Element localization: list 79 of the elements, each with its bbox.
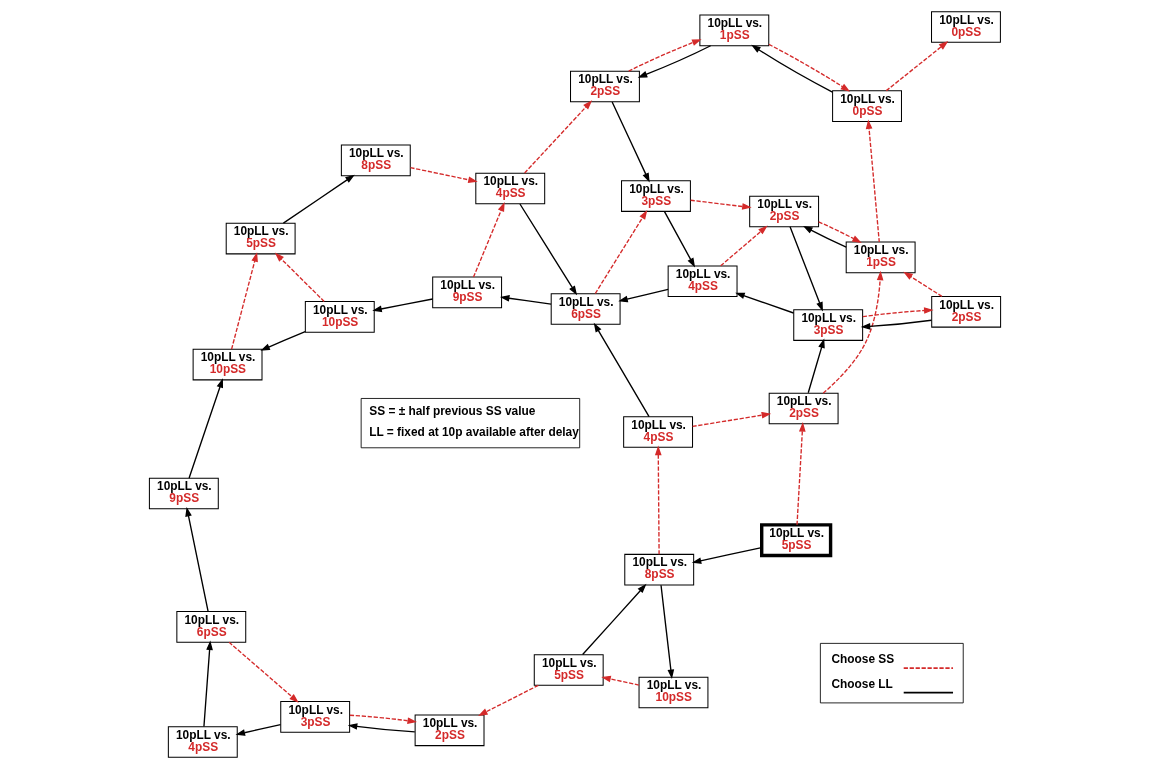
arrow <box>789 226 823 312</box>
arrow <box>593 322 650 418</box>
arrow <box>637 45 712 78</box>
arrow <box>660 584 675 680</box>
node-box: 10pLL vs. 8pSS <box>624 553 695 586</box>
arrow <box>185 506 209 612</box>
node-box: 10pLL vs. 1pSS <box>845 241 916 274</box>
node-box: 10pLL vs. 0pSS <box>832 90 902 122</box>
arrow <box>865 119 880 243</box>
arrow <box>478 684 539 716</box>
arrow <box>203 640 213 728</box>
legend-label: Choose SS <box>831 652 895 667</box>
label: LL = fixed at 10p available after delay <box>369 425 579 440</box>
node-box: 10pLL vs. 4pSS <box>167 726 238 758</box>
node-box: 10pLL vs. 2pSS <box>768 392 839 425</box>
node-box: 10pLL vs. 3pSS <box>793 309 864 341</box>
node-box: 10pLL vs. 0pSS <box>931 11 1001 43</box>
arrow <box>860 319 933 330</box>
arrow <box>691 546 763 564</box>
arrow <box>796 422 806 526</box>
node-box: 10pLL vs. 4pSS <box>623 416 694 448</box>
arrow <box>751 44 834 93</box>
node-box: 10pLL vs. 8pSS <box>340 144 411 177</box>
node-box: 10pLL vs. 1pSS <box>699 14 770 47</box>
node-box: 10pLL vs. 5pSS <box>225 222 296 255</box>
arrow <box>228 641 299 703</box>
arrow <box>720 225 768 267</box>
node-box: 10pLL vs. 6pSS <box>550 293 621 325</box>
node-box: 10pLL vs. 9pSS <box>148 477 219 510</box>
arrow <box>372 298 434 313</box>
arrow <box>611 101 650 183</box>
node-box: 10pLL vs. 10pSS <box>304 301 375 333</box>
node-box: 10pLL vs. 2pSS <box>931 296 1002 328</box>
arrow <box>768 43 851 92</box>
node-box: 10pLL vs. 4pSS <box>667 265 738 298</box>
node-box: 10pLL vs. 3pSS <box>621 180 691 212</box>
node-box: 10pLL vs. 6pSS <box>176 611 247 643</box>
arrow <box>282 174 355 224</box>
node-box: 10pLL vs. 5pSS <box>533 654 604 686</box>
arrow <box>654 445 662 555</box>
arrow <box>618 288 669 303</box>
node-box: 10pLL vs. 5pSS <box>760 523 833 558</box>
arrow <box>628 39 702 72</box>
arrow <box>235 723 282 736</box>
arrow <box>188 378 224 479</box>
arrow <box>885 41 949 92</box>
arrow <box>523 100 593 174</box>
arrow <box>663 211 696 268</box>
node-box: 10pLL vs. 2pSS <box>749 195 820 228</box>
node-box: 10pLL vs. 9pSS <box>432 276 503 309</box>
arrow <box>903 271 943 298</box>
arrow <box>822 270 884 394</box>
node-box: 10pLL vs. 3pSS <box>280 701 351 733</box>
arrow <box>689 199 752 210</box>
arrow <box>581 583 647 656</box>
legend-label: Choose LL <box>831 676 893 691</box>
label: SS = ± half previous SS value <box>369 403 536 418</box>
arrow <box>691 411 772 428</box>
arrow <box>349 714 417 724</box>
node-box: 10pLL vs. 4pSS <box>475 172 546 205</box>
arrow <box>230 252 258 350</box>
arrow <box>499 295 552 305</box>
node-box: 10pLL vs. 2pSS <box>570 70 640 103</box>
arrow <box>594 209 648 295</box>
arrow <box>409 166 478 183</box>
node-box: 10pLL vs. 10pSS <box>638 676 709 709</box>
node-box: 10pLL vs. 10pSS <box>192 348 263 381</box>
arrow <box>817 221 862 244</box>
arrow <box>472 202 505 278</box>
arrow <box>260 330 306 351</box>
node-box: 10pLL vs. 2pSS <box>414 714 485 747</box>
arrow <box>519 203 578 296</box>
arrow <box>347 723 416 733</box>
arrow <box>807 338 825 394</box>
arrow <box>274 252 325 303</box>
arrow <box>601 675 640 686</box>
arrow <box>803 225 847 248</box>
arrow <box>735 292 795 314</box>
arrow <box>862 307 934 318</box>
